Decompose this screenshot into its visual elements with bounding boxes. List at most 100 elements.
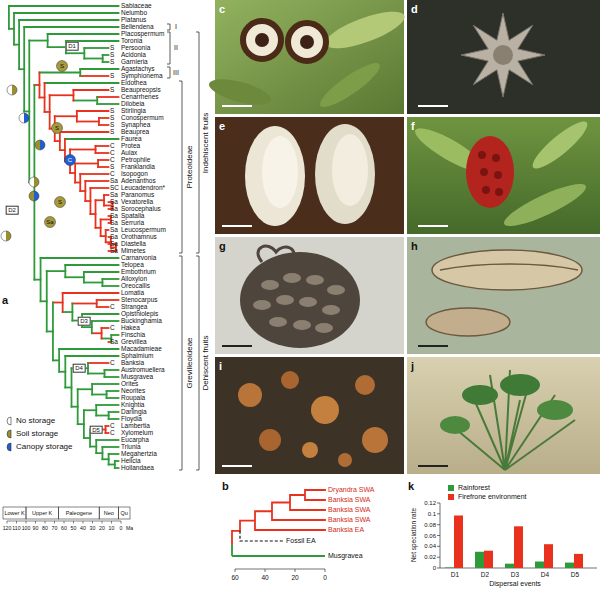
taxon-name: Acidonia — [121, 51, 146, 58]
y-tick: 0.08 — [424, 521, 436, 528]
tree-branch — [92, 394, 106, 396]
dispersal-box: D2 — [6, 206, 19, 215]
tree-branch — [73, 100, 97, 102]
pie-part — [19, 113, 24, 123]
pie-part — [1, 231, 6, 241]
leaf — [527, 116, 592, 175]
photo-h — [407, 237, 600, 354]
clade-bracket — [179, 81, 182, 253]
follicle — [293, 320, 311, 330]
scale-bar — [418, 105, 448, 107]
shrub-foliage — [440, 416, 470, 434]
tree-branch — [65, 387, 71, 389]
age-tick: 120 — [3, 526, 12, 532]
tree-branch — [105, 376, 119, 378]
legend-text: Firefrone environment — [457, 493, 527, 501]
storage-code: Sa — [110, 191, 118, 198]
tree-branch — [53, 302, 63, 304]
dispersal-label: D1 — [68, 43, 76, 49]
y-tick: 0.12 — [424, 500, 436, 507]
taxon-name: Hollandaea — [121, 464, 154, 471]
tree-branch — [107, 397, 119, 399]
taxon-name: Nelumbo — [121, 9, 147, 16]
tree-branch — [78, 388, 92, 390]
tree-branch — [92, 332, 102, 334]
photo-ground — [407, 237, 600, 354]
taxon-name: Dilobeia — [121, 100, 145, 107]
dispersal-label: D5 — [92, 426, 100, 432]
taxon-name: Oreocallis — [121, 282, 150, 289]
storage-code: Sa — [110, 212, 118, 219]
age-tick: 110 — [12, 526, 20, 532]
taxon-name: Beaupreopsis — [121, 86, 161, 93]
tree-branch — [47, 270, 66, 272]
storage-code: Sa — [110, 226, 118, 233]
scale-bar — [418, 465, 448, 467]
clade-bracket — [179, 256, 182, 470]
taxon-name: Symphionema — [121, 72, 163, 79]
storage-code: C — [110, 156, 115, 163]
tree-branch — [48, 46, 66, 48]
age-tick: 100 — [22, 526, 31, 532]
taxon-name: Mimetes — [121, 247, 146, 254]
pie-outline — [19, 113, 29, 123]
storage-code: Sa — [110, 198, 118, 205]
age-tick: 10 — [109, 526, 115, 532]
storage-code: S — [110, 121, 114, 128]
taxon-name: Beauprea — [121, 128, 149, 135]
tree-branch — [8, 6, 10, 29]
fossil-label: Fossil EA — [286, 537, 316, 545]
fossil-branch — [240, 531, 283, 541]
legend-swatch — [7, 417, 11, 425]
taxon-name: Buckinghamia — [121, 317, 162, 324]
storage-circle — [52, 123, 63, 134]
pie-part — [29, 177, 34, 187]
storage-code: Sa — [110, 219, 118, 226]
tree-branch — [63, 311, 73, 313]
tree-branch — [63, 292, 119, 294]
pie-part — [35, 140, 40, 150]
flower-centre — [493, 45, 513, 65]
taxon-name: Leucadendron* — [121, 184, 165, 191]
burnt-fruit — [238, 383, 262, 407]
tree-branch — [96, 152, 109, 154]
photo-ground — [215, 237, 404, 354]
tree-branch — [109, 411, 119, 413]
taxon-name: Aulax — [121, 149, 137, 156]
taxon-name: Persoonia — [121, 44, 150, 51]
legend-text: No storage — [15, 416, 56, 425]
dispersal-box: D5 — [90, 425, 103, 434]
subfamily-label: Grevilleoideae — [185, 337, 194, 388]
storage-letter: S — [58, 199, 62, 206]
pie-outline — [35, 140, 45, 150]
tree-branch — [109, 453, 119, 455]
pie-part — [7, 85, 12, 95]
epoch-band — [3, 507, 26, 519]
dispersal-label: D3 — [80, 318, 88, 324]
pie-part — [34, 177, 39, 187]
scale-bar — [222, 345, 252, 347]
storage-code: C — [110, 429, 115, 436]
age-tick: 40 — [80, 526, 86, 532]
axis-title: Net speciation rate — [410, 508, 417, 562]
epoch-band — [58, 507, 99, 519]
taxon-name: Opisthiolepis — [121, 310, 158, 317]
tree-branch — [39, 72, 80, 74]
scale-bar — [418, 345, 448, 347]
taxon-name: Telopea — [121, 261, 144, 268]
taxon-name: Lomatia — [121, 289, 144, 296]
bar — [475, 552, 484, 568]
storage-code: S — [110, 72, 114, 79]
tree-branch — [96, 145, 109, 147]
tree-branch — [102, 338, 112, 340]
tree-branch — [34, 279, 40, 281]
fruit-slit — [440, 264, 578, 270]
photo-ground — [407, 357, 600, 474]
tree-branch — [109, 464, 115, 466]
tree-branch — [77, 121, 99, 123]
epoch-label: Qu — [121, 510, 128, 516]
photo-e — [215, 117, 404, 234]
x-tick: D5 — [571, 571, 579, 578]
tree-branch — [98, 159, 108, 161]
tree-branch — [9, 5, 119, 7]
